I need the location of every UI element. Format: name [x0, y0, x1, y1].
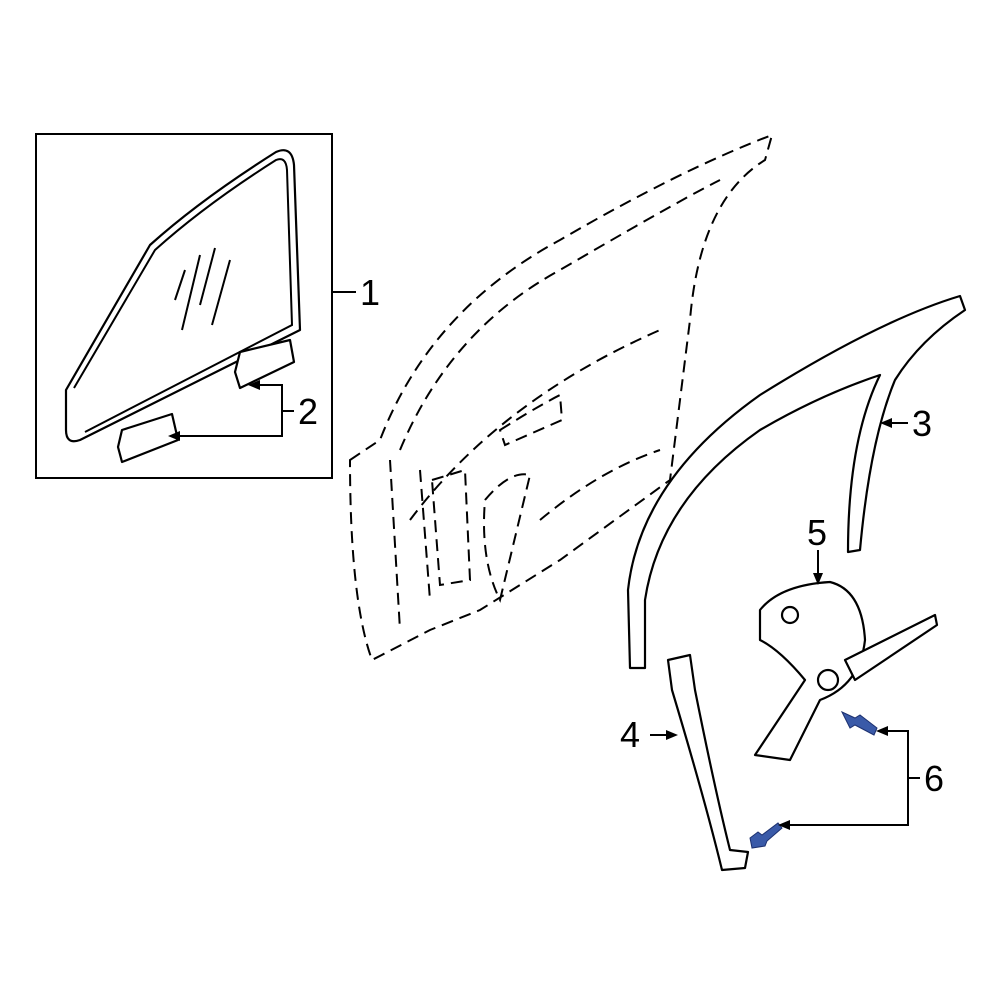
run-channel-part — [626, 294, 967, 670]
callout-1: 1 — [360, 272, 380, 313]
callout-3: 3 — [912, 403, 932, 444]
guide-channel-part — [666, 653, 750, 872]
callout-2: 2 — [298, 391, 318, 432]
callout-5: 5 — [807, 512, 827, 553]
glass-inset-box — [35, 133, 333, 479]
glass-channel-lower — [116, 412, 180, 464]
glass-channel-upper — [233, 338, 296, 390]
door-shell-outline — [348, 133, 774, 662]
leader-lines — [168, 291, 920, 830]
bolts-part — [749, 710, 878, 849]
window-regulator-part — [753, 580, 939, 762]
callout-4: 4 — [620, 714, 640, 755]
callout-6: 6 — [924, 758, 944, 799]
